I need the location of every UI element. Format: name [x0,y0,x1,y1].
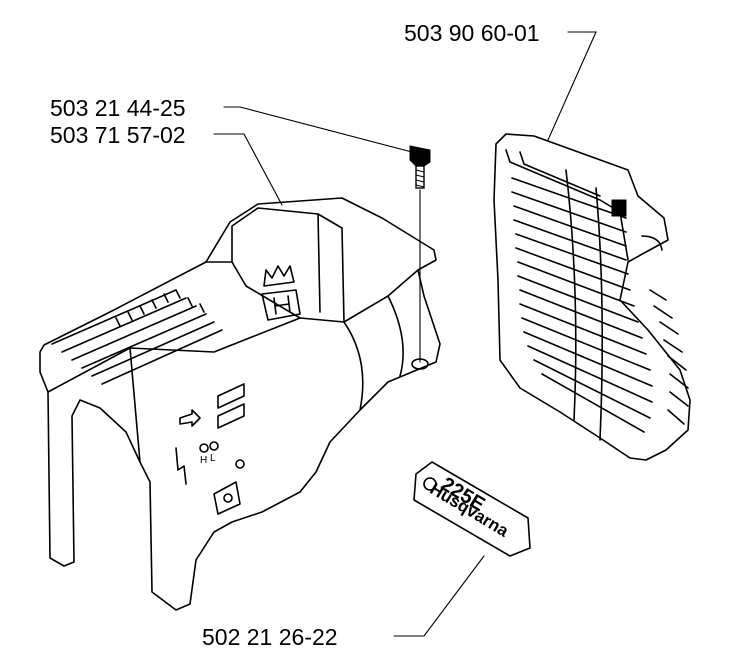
choke-l-label: L [210,453,216,464]
grille-top-lip [505,149,629,261]
grille-rib-2 [595,187,604,441]
cover-controls [175,383,245,485]
switch-slot-top [217,383,245,409]
label-screw-part: 503 21 44-25 [50,95,186,121]
screw-hole-icon [235,459,245,469]
leader-grille [547,31,597,141]
decal-plate [413,461,531,557]
crown-logo-icon [261,265,301,321]
choke-h-label: H [200,455,208,466]
leader-screw [223,106,413,153]
screw-head [409,145,431,167]
decal-logo-icon [423,477,437,491]
decal-outline [413,461,531,557]
handle-edge [317,213,321,313]
cover-vent-slots [51,289,223,385]
grille-corner [641,235,663,251]
cover-lower-edge [47,317,301,393]
intake-grille [493,133,691,461]
choke-icon-h [199,443,209,453]
stop-icon [175,447,187,485]
cover-outline [39,197,441,611]
grille-rib-1 [565,169,577,421]
engine-cover [39,197,441,611]
grille-slats [511,177,653,433]
screw [409,145,431,363]
cover-right-curve-inner [387,295,404,377]
cover-right-curve [343,321,364,411]
choke-icon-l [209,441,219,451]
cover-shoulder [205,261,419,323]
arrow-icon [179,409,201,427]
grille-outer-ribs [649,289,689,425]
cover-socket-hole [223,493,233,503]
label-grille-part: 503 90 60-01 [404,20,540,46]
label-cover-part: 503 71 57-02 [50,122,186,148]
leader-cover [213,133,283,206]
grille-top-rim [519,151,601,197]
leader-decal [393,555,485,637]
leader-lines [213,31,597,637]
label-decal-part: 502 21 26-22 [202,624,338,650]
cover-side-fold [129,347,141,463]
switch-slot-bottom [217,403,245,429]
cover-socket [213,481,241,515]
handle-block [231,207,345,323]
